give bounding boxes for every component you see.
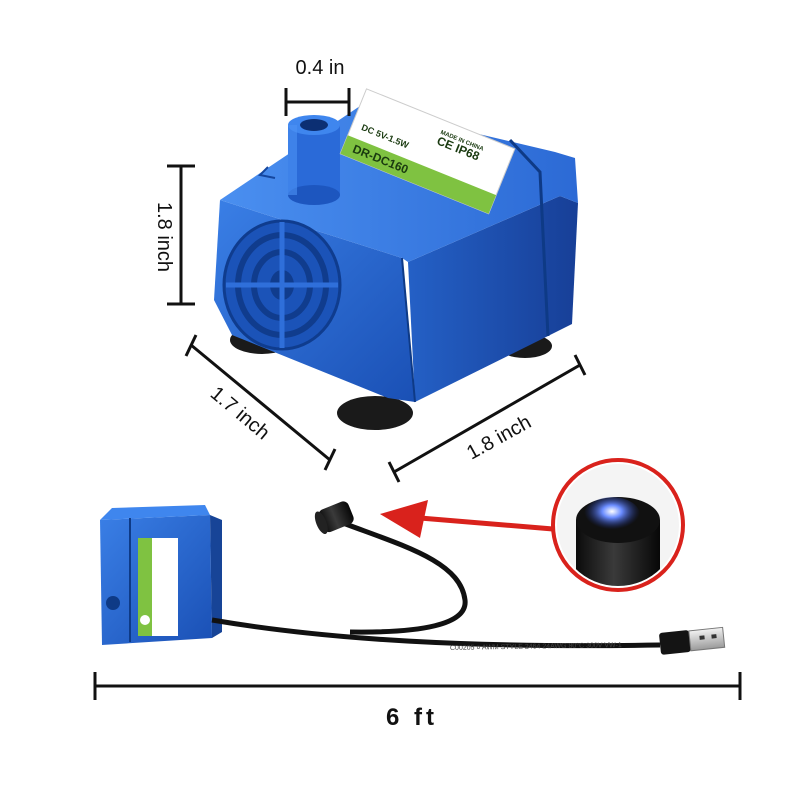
led-light [584,497,640,533]
led-cable [334,517,468,635]
suction-foot [337,396,413,430]
height-label: 1.8 inch [153,202,175,272]
nozzle-width-dimension [284,88,351,116]
usb-plug [659,626,726,655]
led-cap-small [314,501,354,535]
depth-label: 1.7 inch [206,382,274,444]
height-dimension [167,164,195,306]
led-zoom-callout [551,458,685,592]
product-label: DR-DC160 DC 5V-1.5W CE IP68 MADE IN CHIN… [339,88,516,215]
cord-length-label: 6 ft [386,704,438,731]
nozzle-width-label: 0.4 in [296,57,345,79]
pump-side-face [408,196,578,402]
small-pump [100,505,222,645]
width-dimension [387,354,587,483]
cord-length-dimension [93,672,742,700]
intake-grille [222,219,342,351]
main-pump: DR-DC160 DC 5V-1.5W CE IP68 MADE IN CHIN… [214,88,578,430]
outlet-nozzle [288,115,340,205]
power-cable [211,617,661,649]
width-label: 1.8 inch [463,411,535,464]
depth-dimension [184,334,337,471]
led-pointer-arrow [380,500,554,538]
cable-print: C00205 ¤ AWM STYLE 2464 24AWG 80°C 300V … [450,641,622,652]
